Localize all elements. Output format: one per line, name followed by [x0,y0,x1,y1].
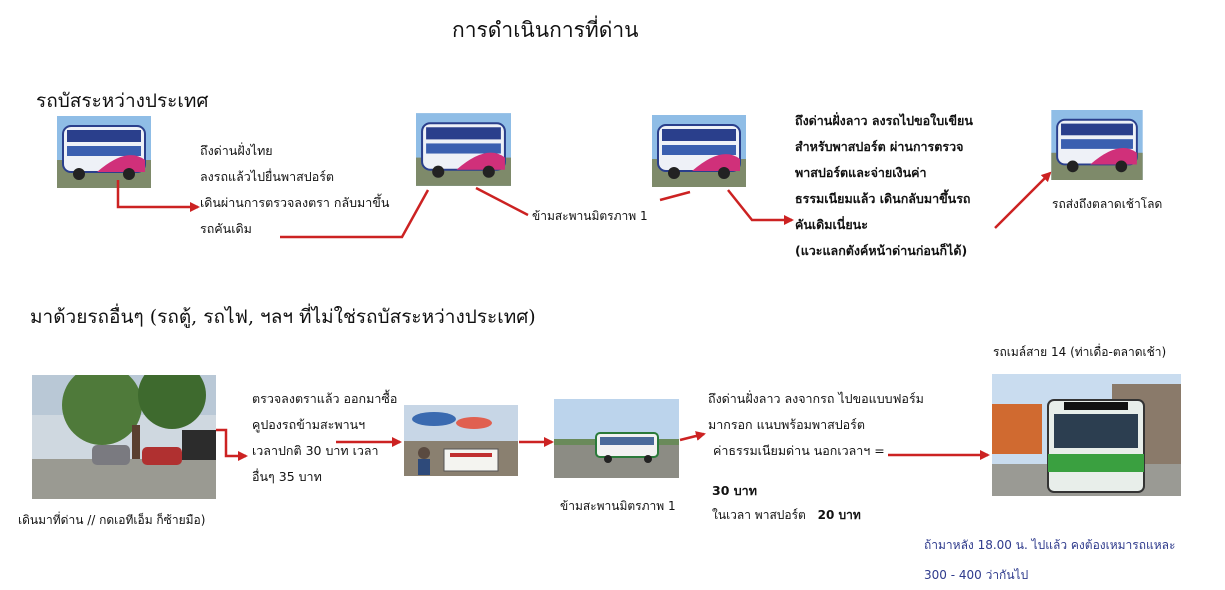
bus-photo [652,115,746,187]
laos-text: ถึงด่านฝั่งลาว ลงจากรถ ไปขอแบบฟอร์ม มากร… [708,386,924,464]
ticket-line: คูปองรถข้ามสะพานฯ [252,417,366,432]
step3-text: ถึงด่านฝั่งลาว ลงรถไปขอใบเขียน สำหรับพาส… [795,108,973,264]
fee-inside-value: 20 บาท [817,508,861,522]
section1-heading: รถบัสระหว่างประเทศ [36,90,209,112]
ticket-line: เวลาปกติ 30 บาท เวลา [252,443,379,458]
arrow-connector [116,180,200,212]
ticket-booth-photo [404,405,518,476]
step3-line: ธรรมเนียมแล้ว เดินกลับมาขึ้นรถ [795,191,971,206]
step1-line: ถึงด่านฝั่งไทย [200,143,273,158]
city-bus-photo [992,374,1181,496]
section2-heading: มาด้วยรถอื่นๆ (รถตู้, รถไฟ, ฯลฯ ที่ไม่ใช… [30,302,536,332]
arrow-connector [727,189,794,225]
laos-line: ถึงด่านฝั่งลาว ลงจากรถ ไปขอแบบฟอร์ม [708,391,924,406]
fee-outside-hours: 30 บาท [712,483,757,498]
step3-line: ถึงด่านฝั่งลาว ลงรถไปขอใบเขียน [795,113,973,128]
step1-line: เดินผ่านการตรวจลงตรา กลับมาขึ้น [200,195,390,210]
section2-heading-main: มาด้วยรถอื่นๆ [30,306,144,328]
page-title: การดำเนินการที่ด่าน [452,18,639,42]
late-note-line: 300 - 400 ว่ากันไป [924,568,1029,582]
step3-line: คันเดิมเนี่ยนะ [795,217,868,232]
bus14-label: รถเมล์สาย 14 (ท่าเดื่อ-ตลาดเช้า) [993,345,1167,359]
walk-caption: เดินมาที่ด่าน // กดเอทีเอ็ม ก็ซ้ายมือ) [18,513,206,527]
laos-line: ค่าธรรมเนียมด่าน นอกเวลาฯ = [713,443,885,458]
step1-line: ลงรถแล้วไปยื่นพาสปอร์ต [200,169,335,184]
arrow-connector [475,186,529,217]
fee-inside-label: ในเวลา พาสปอร์ต [712,508,806,522]
ticket-line: อื่นๆ 35 บาท [252,469,322,484]
step3-line: สำหรับพาสปอร์ต ผ่านการตรวจ [795,139,964,154]
bus-photo [57,116,151,188]
arrow-connector [216,428,248,461]
border-walk-photo [32,375,216,499]
step3-line: (แวะแลกตังค์หน้าด่านก่อนก็ได้) [795,243,968,258]
bridge-label: ข้ามสะพานมิตรภาพ 1 [532,209,648,223]
arrow-connector [994,171,1052,229]
step1-text: ถึงด่านฝั่งไทย ลงรถแล้วไปยื่นพาสปอร์ต เด… [200,138,389,242]
ticket-text: ตรวจลงตราแล้ว ออกมาซื้อ คูปองรถข้ามสะพาน… [252,386,397,490]
bridge-label: ข้ามสะพานมิตรภาพ 1 [560,499,676,513]
arrow-connector [679,431,706,442]
fee-inside-hours: ในเวลา พาสปอร์ต 20 บาท [712,506,861,525]
destination-label: รถส่งถึงตลาดเช้าโลด [1052,197,1163,211]
laos-line: มากรอก แนบพร้อมพาสปอร์ต [708,417,865,432]
step1-line: รถคันเดิม [200,221,252,236]
arrow-connector [659,190,691,202]
late-note-line: ถ้ามาหลัง 18.00 น. ไปแล้ว คงต้องเหมารถแห… [924,538,1176,552]
arrow-connector [280,189,430,239]
late-note: ถ้ามาหลัง 18.00 น. ไปแล้ว คงต้องเหมารถแห… [924,530,1175,590]
section2-heading-paren: (รถตู้, รถไฟ, ฯลฯ ที่ไม่ใช่รถบัสระหว่างป… [149,306,536,328]
step3-line: พาสปอร์ตและจ่ายเงินค่า [795,165,927,180]
bus-photo [416,113,511,186]
bus-photo [1051,110,1143,180]
bridge-bus-photo [554,399,679,478]
ticket-line: ตรวจลงตราแล้ว ออกมาซื้อ [252,391,398,406]
